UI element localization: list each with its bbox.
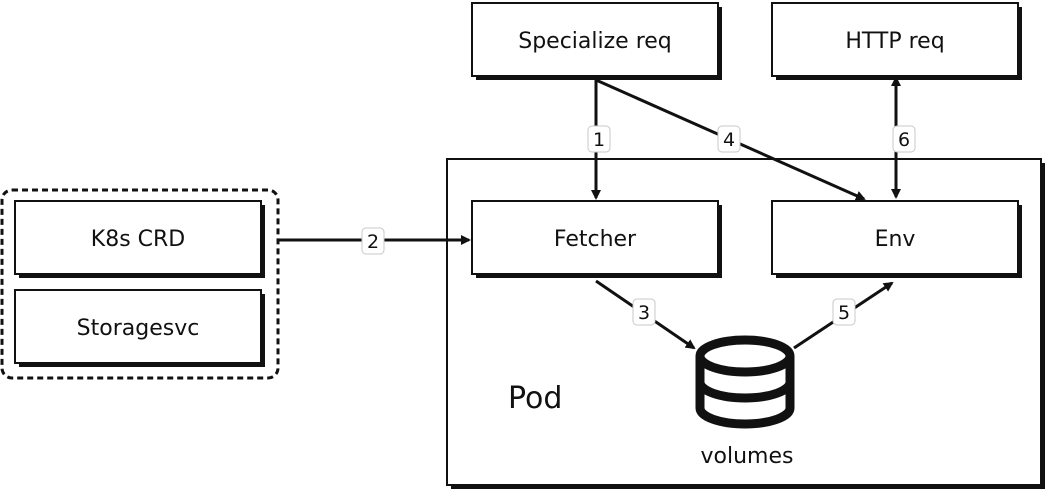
- step-label-3: 3: [638, 302, 650, 324]
- step-label-6: 6: [898, 129, 910, 151]
- step-label-1: 1: [593, 129, 605, 151]
- env-node: Env: [771, 200, 1022, 278]
- fetcher-node: Fetcher: [471, 200, 722, 278]
- storagesvc-node: Storagesvc: [14, 289, 265, 367]
- k8s-crd-node: K8s CRD: [14, 200, 265, 278]
- http-req-node: HTTP req: [771, 2, 1022, 80]
- specialize-req-node: Specialize req: [471, 2, 722, 80]
- specialize-req-label: Specialize req: [518, 29, 672, 54]
- step-badge-5: 5: [832, 298, 856, 326]
- step-label-2: 2: [367, 231, 379, 253]
- step-badge-3: 3: [632, 298, 656, 326]
- step-label-5: 5: [838, 302, 850, 324]
- step-badge-6: 6: [892, 125, 916, 153]
- env-label: Env: [875, 227, 916, 252]
- step-badge-4: 4: [717, 125, 741, 153]
- source-group: [0, 188, 280, 380]
- fetcher-label: Fetcher: [554, 227, 637, 252]
- k8s-crd-label: K8s CRD: [91, 227, 185, 252]
- volumes-database-icon: [695, 335, 795, 429]
- pod-label: Pod: [508, 381, 562, 416]
- step-label-4: 4: [723, 129, 735, 151]
- step-badge-2: 2: [361, 227, 385, 255]
- step-badge-1: 1: [587, 125, 611, 153]
- volumes-label: volumes: [701, 444, 794, 469]
- http-req-label: HTTP req: [845, 29, 944, 54]
- storagesvc-label: Storagesvc: [77, 316, 200, 341]
